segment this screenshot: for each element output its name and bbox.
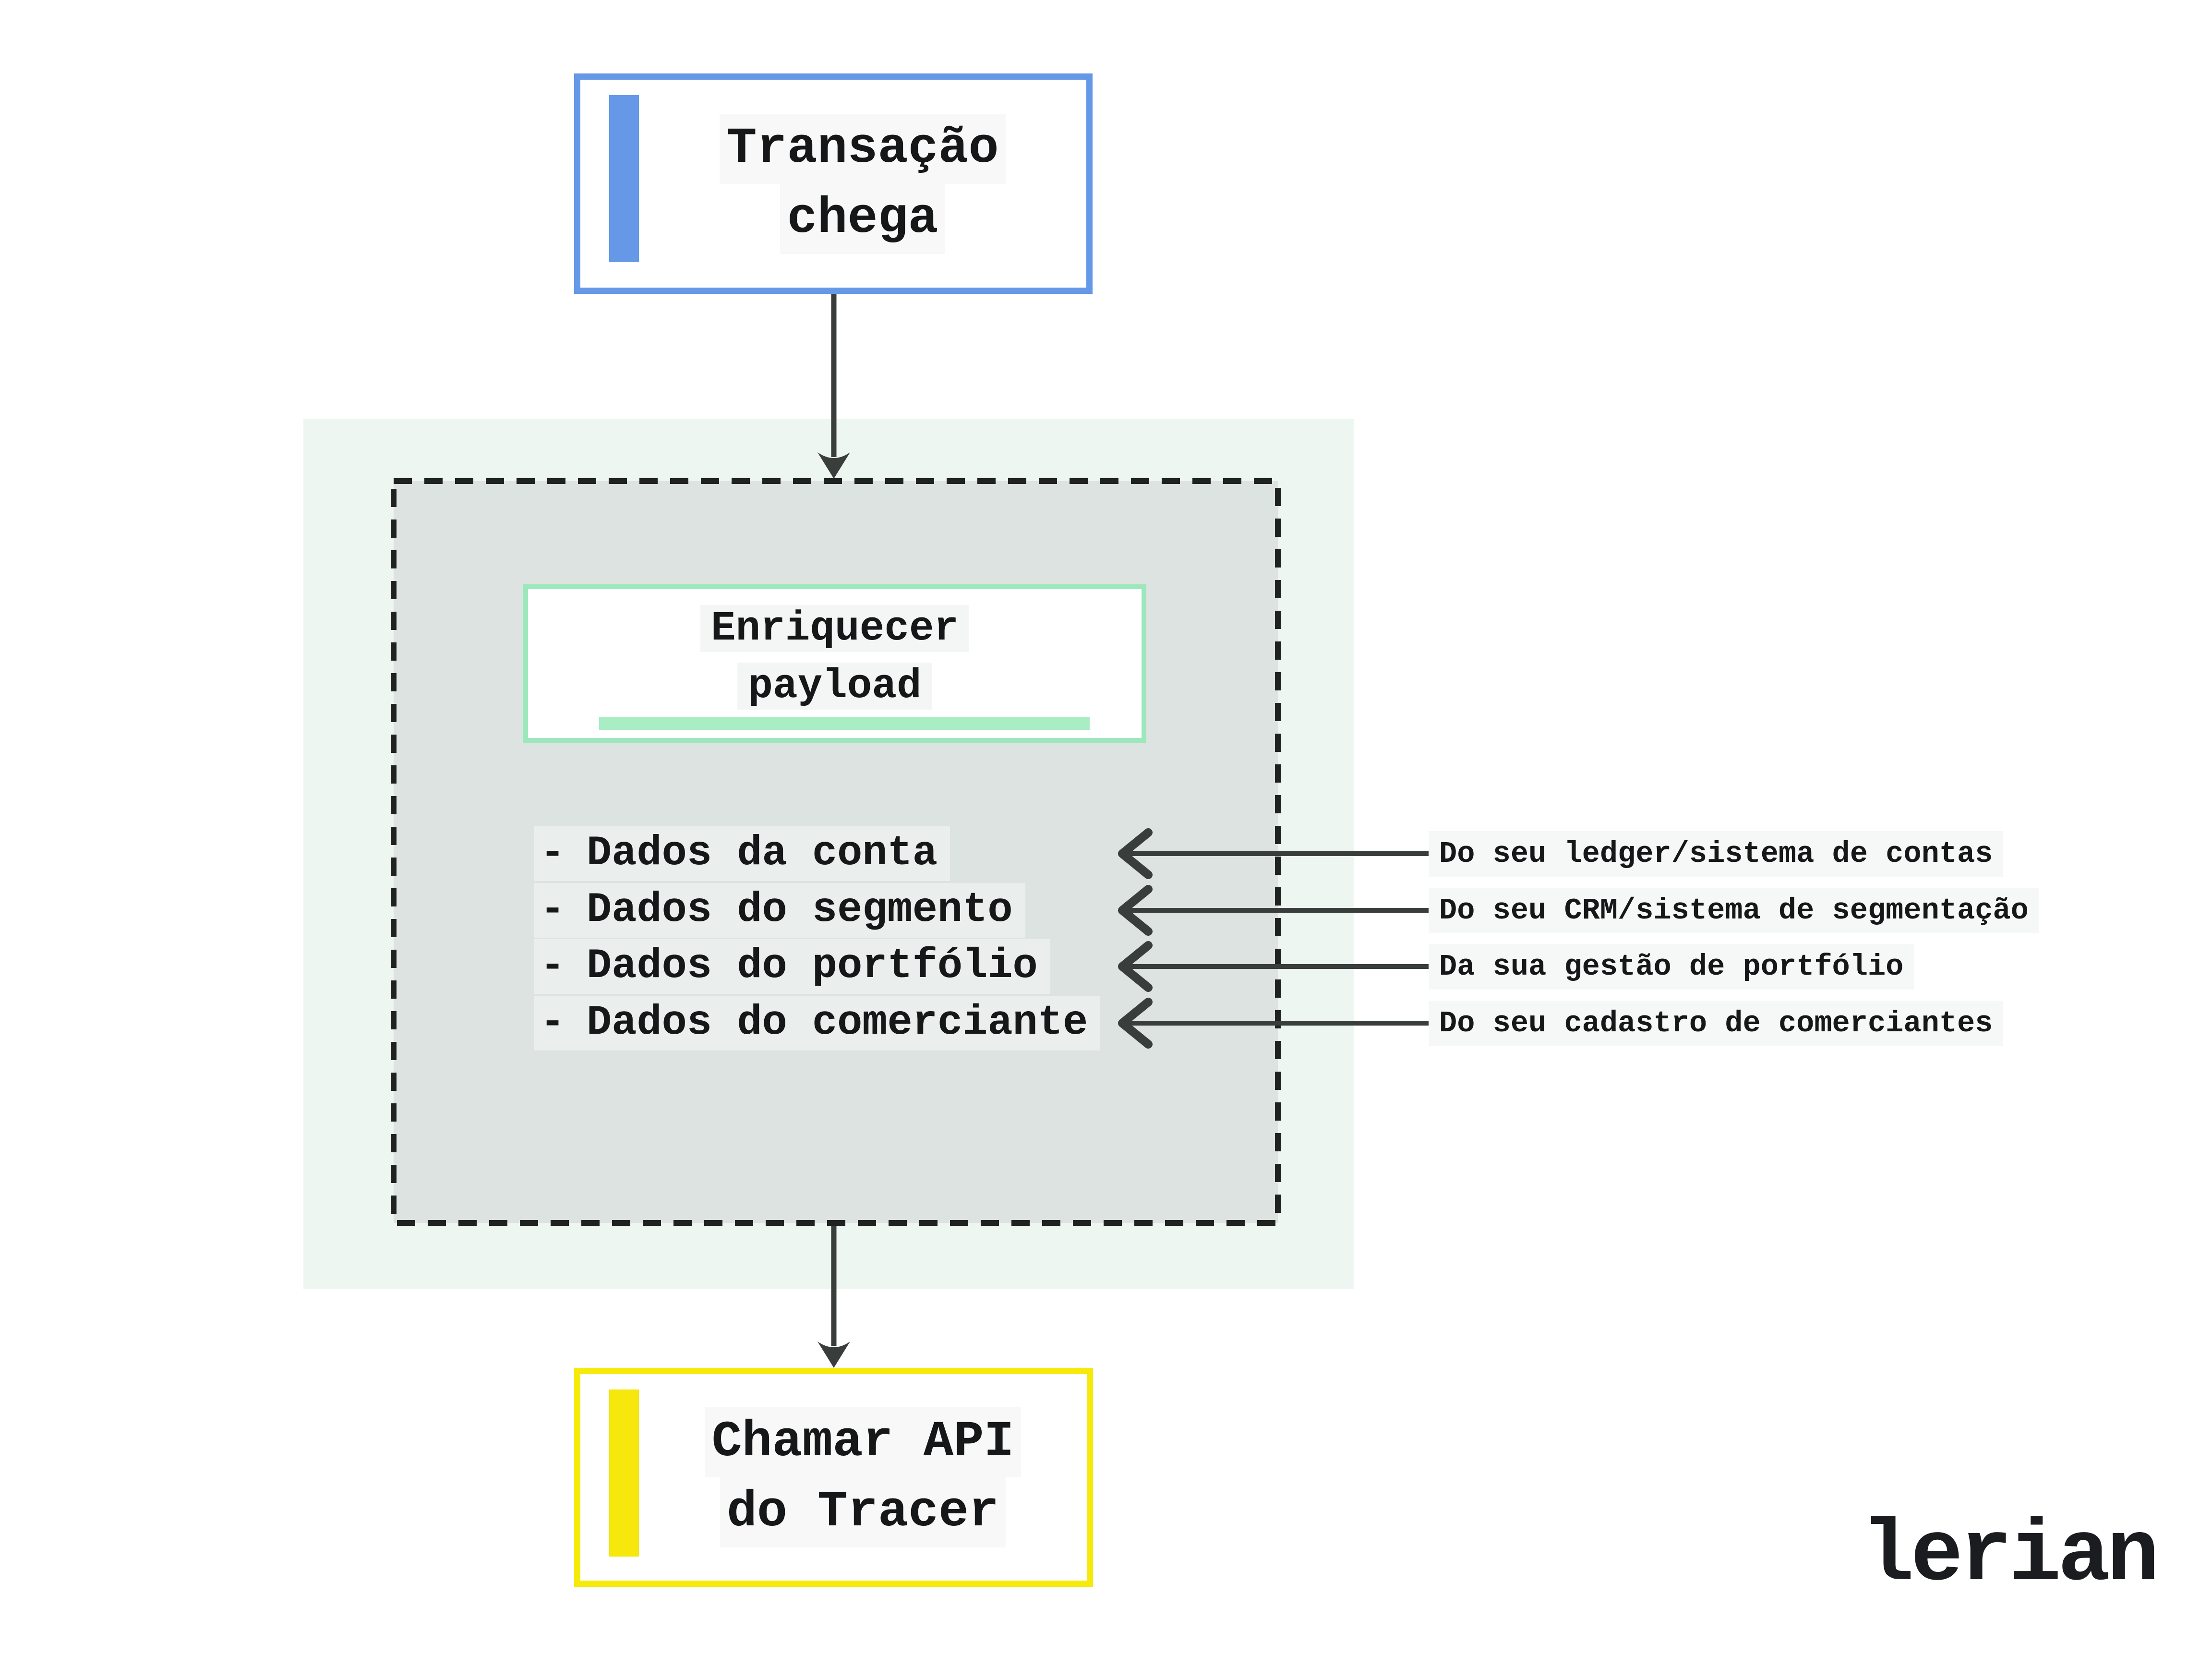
end-node-label: Chamar API do Tracer — [639, 1374, 1087, 1581]
blue-accent-bar — [609, 95, 639, 262]
source-arrow-left-3-icon — [1118, 941, 1433, 992]
process-node-line2: payload — [737, 663, 932, 710]
source-label-crm: Do seu CRM/sistema de segmentação — [1429, 887, 2039, 933]
source-label-portfolio: Da sua gestão de portfólio — [1429, 943, 1914, 990]
payload-item-label: Dados do comerciante — [587, 1000, 1088, 1047]
start-node-line2: chega — [780, 183, 945, 254]
start-node-label: Transação chega — [639, 80, 1086, 288]
bullet-dash: - — [540, 1000, 565, 1047]
end-node-line2: do Tracer — [720, 1477, 1006, 1547]
source-label-merchants: Do seu cadastro de comerciantes — [1429, 1000, 2004, 1046]
flow-arrow-down-1-icon — [817, 294, 850, 479]
yellow-accent-bar — [609, 1389, 639, 1557]
end-node: Chamar API do Tracer — [574, 1368, 1093, 1587]
flow-arrow-down-2-icon — [817, 1226, 850, 1368]
process-node-line1: Enriquecer — [700, 605, 970, 652]
payload-item-label: Dados do segmento — [587, 887, 1013, 934]
payload-item-row: - Dados do segmento — [534, 882, 1025, 939]
start-node: Transação chega — [574, 73, 1093, 294]
green-underline-bar — [599, 717, 1090, 730]
process-node-line1-wrap: Enriquecer — [528, 600, 1142, 657]
lerian-logo: lerian — [1862, 1506, 2159, 1606]
bullet-dash: - — [540, 887, 565, 934]
payload-item-row: - Dados do portfólio — [534, 938, 1050, 995]
payload-item-row: - Dados do comerciante — [534, 995, 1101, 1051]
process-node: Enriquecer payload — [523, 584, 1146, 743]
payload-item-row: - Dados da conta — [534, 825, 950, 882]
start-node-line1: Transação — [720, 113, 1006, 184]
source-arrow-left-4-icon — [1118, 998, 1433, 1049]
source-arrow-left-2-icon — [1118, 885, 1433, 936]
end-node-line1: Chamar API — [705, 1407, 1021, 1477]
source-arrow-left-1-icon — [1118, 828, 1433, 879]
source-label-ledger: Do seu ledger/sistema de contas — [1429, 831, 2004, 877]
payload-item-label: Dados do portfólio — [587, 943, 1038, 990]
bullet-dash: - — [540, 830, 565, 877]
bullet-dash: - — [540, 943, 565, 990]
process-node-line2-wrap: payload — [528, 657, 1142, 715]
payload-item-label: Dados da conta — [587, 830, 938, 877]
